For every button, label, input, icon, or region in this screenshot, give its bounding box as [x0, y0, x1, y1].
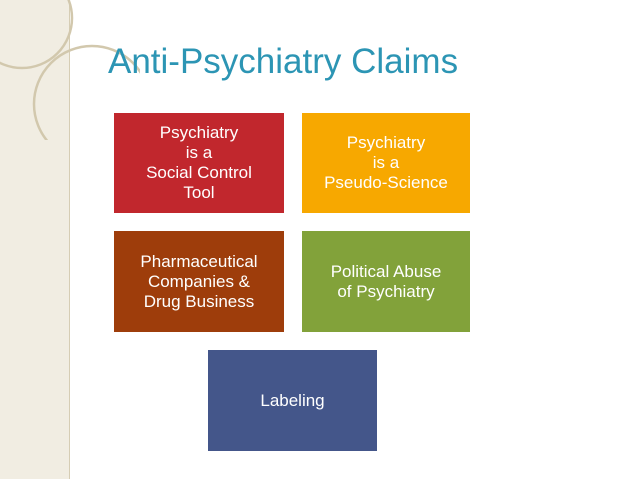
claim-social-control-tool: Psychiatry is a Social Control Tool [114, 113, 284, 213]
claim-political-abuse: Political Abuse of Psychiatry [302, 231, 470, 332]
decorative-rings [0, 0, 140, 140]
claim-labeling: Labeling [208, 350, 377, 451]
claim-pharmaceutical-companies: Pharmaceutical Companies & Drug Business [114, 231, 284, 332]
slide-title: Anti-Psychiatry Claims [108, 42, 459, 81]
left-decorative-strip [0, 0, 70, 479]
claim-pseudo-science: Psychiatry is a Pseudo-Science [302, 113, 470, 213]
